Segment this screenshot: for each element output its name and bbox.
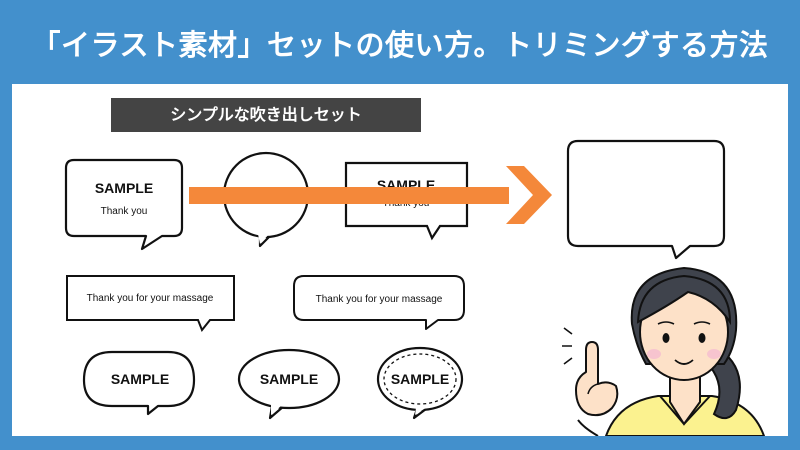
bubble-oval-sample-text: SAMPLE xyxy=(260,371,318,387)
speech-bubble-capsule: SAMPLE xyxy=(82,350,196,416)
speech-bubble-rounded: SAMPLE Thank you xyxy=(64,158,184,251)
speech-bubble-dashed-oval: SAMPLE xyxy=(376,346,464,420)
set-label: シンプルな吹き出しセット xyxy=(111,98,421,132)
page-title: 「イラスト素材」セットの使い方。トリミングする方法 xyxy=(31,28,769,62)
bubble-sample-text: SAMPLE xyxy=(95,180,153,196)
bubble-message-rounded-text: Thank you for your massage xyxy=(316,294,443,305)
speech-bubble-empty-large xyxy=(566,139,726,260)
illustration-canvas: シンプルな吹き出しセット SAMPLE Thank you SAMPLE SAM… xyxy=(12,84,788,436)
speech-bubble-wide-square: Thank you for your massage xyxy=(66,275,235,332)
bubble-thankyou-text: Thank you xyxy=(101,206,148,217)
bubbles-illustration: SAMPLE Thank you SAMPLE SAMPLE Thank you xyxy=(64,139,766,436)
bubble-message-text: Thank you for your massage xyxy=(87,293,214,304)
bubble-capsule-sample-text: SAMPLE xyxy=(111,371,169,387)
bubble-dashed-sample-text: SAMPLE xyxy=(391,371,449,387)
woman-illustration xyxy=(562,266,766,436)
orange-arrow-graphic xyxy=(189,166,552,224)
speech-bubble-oval: SAMPLE xyxy=(237,348,341,420)
title-bar: 「イラスト素材」セットの使い方。トリミングする方法 xyxy=(0,0,800,84)
speech-bubble-wide-rounded: Thank you for your massage xyxy=(293,275,465,330)
